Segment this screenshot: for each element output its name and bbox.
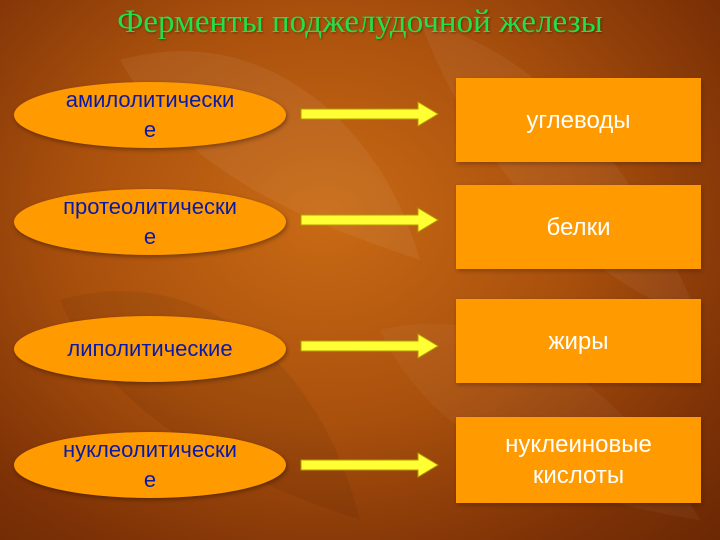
right-arrow-icon bbox=[300, 207, 439, 233]
substrate-label: нуклеиновые кислоты bbox=[505, 431, 652, 489]
enzyme-ellipse-nucleolytic: нуклеолитические bbox=[14, 432, 286, 498]
right-arrow-icon bbox=[300, 333, 439, 359]
substrate-label: белки bbox=[546, 213, 611, 241]
substrate-label: углеводы bbox=[526, 106, 631, 134]
substrate-box-carbohydrates: углеводы bbox=[456, 78, 701, 162]
substrate-label: жиры bbox=[548, 327, 609, 355]
page-title: Ферменты поджелудочной железы bbox=[117, 4, 603, 40]
enzyme-label: амилолитические bbox=[65, 87, 235, 142]
substrate-box-fats: жиры bbox=[456, 299, 701, 383]
enzyme-ellipse-lipolytic: липолитические bbox=[14, 316, 286, 382]
enzyme-label: протеолитические bbox=[63, 194, 237, 249]
enzyme-label: нуклеолитические bbox=[63, 437, 237, 492]
enzyme-label: липолитические bbox=[67, 336, 233, 361]
enzyme-ellipse-amylolytic: амилолитические bbox=[14, 82, 286, 148]
enzyme-ellipse-proteolytic: протеолитические bbox=[14, 189, 286, 255]
right-arrow-icon bbox=[300, 101, 439, 127]
right-arrow-icon bbox=[300, 452, 439, 478]
substrate-box-nucleic-acids: нуклеиновые кислоты bbox=[456, 417, 701, 503]
substrate-box-proteins: белки bbox=[456, 185, 701, 269]
